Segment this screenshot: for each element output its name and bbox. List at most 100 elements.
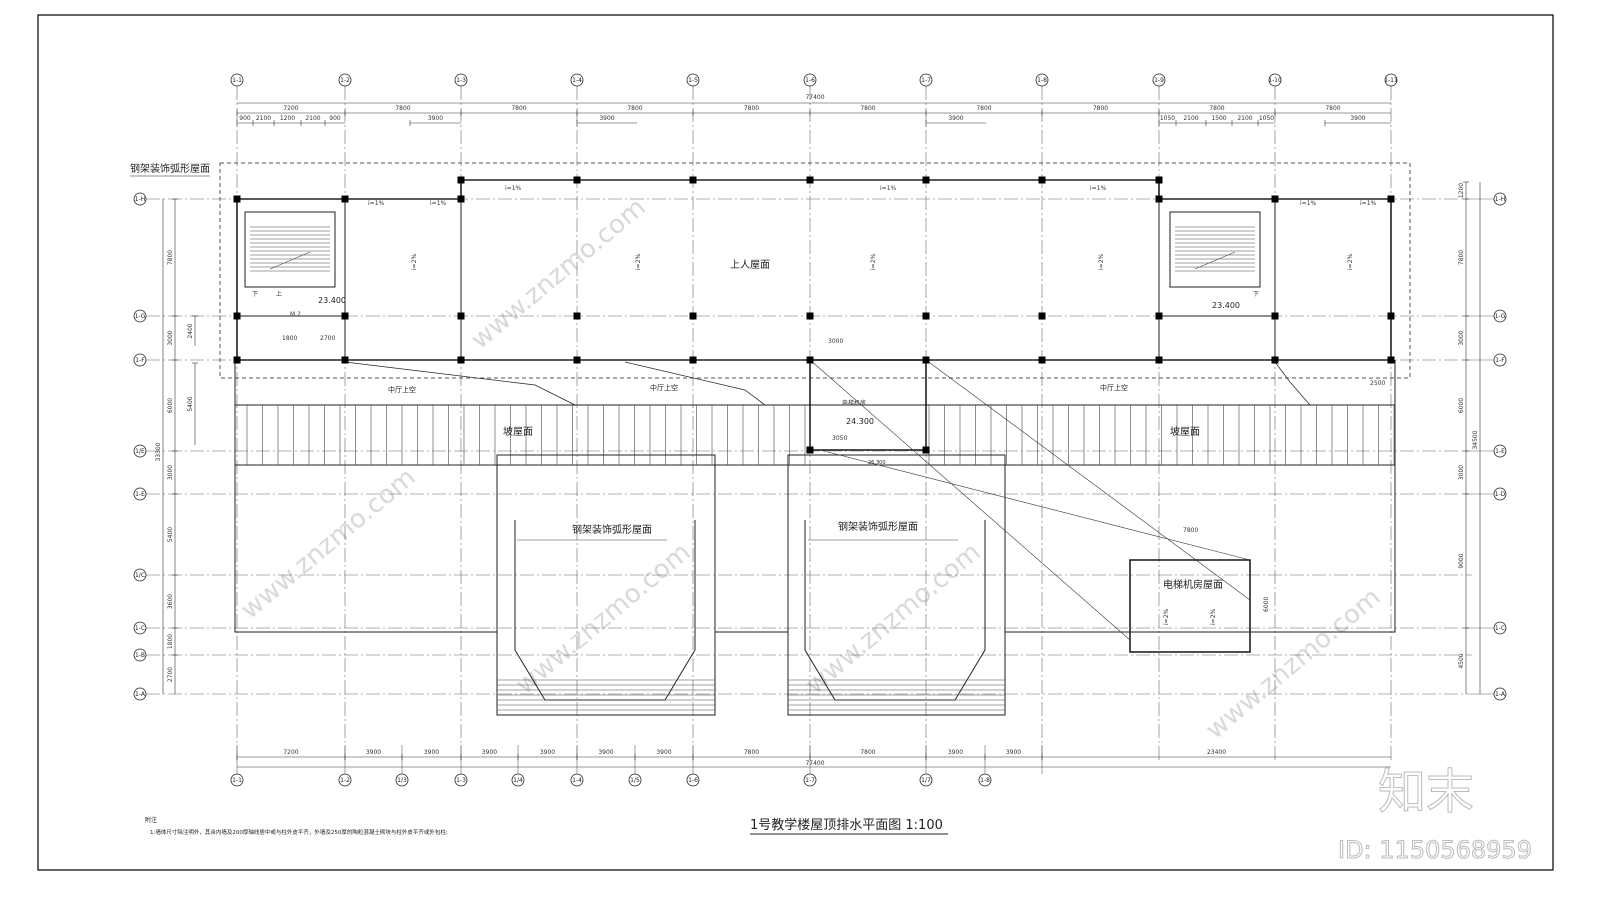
column bbox=[1155, 176, 1163, 184]
axis-left-8-label: 1-A bbox=[135, 691, 146, 698]
axis-bottom-3-label: 1-3 bbox=[456, 777, 466, 784]
axis-left-4-label: 1-E bbox=[135, 491, 145, 498]
axis-top-6-label: 1-7 bbox=[921, 77, 931, 84]
axis-bottom-0-label: 1-1 bbox=[232, 777, 242, 784]
dim-right-text: 6000 bbox=[1458, 398, 1465, 413]
axis-right-5-label: 1-C bbox=[1495, 625, 1505, 632]
slope-2pct-b: i=2% bbox=[635, 253, 642, 270]
dim-top-total: 77400 bbox=[805, 94, 824, 101]
atrium-lines bbox=[344, 361, 1311, 406]
dim-bottom-text: 3900 bbox=[598, 749, 613, 756]
dim-top-text: 7800 bbox=[860, 105, 875, 112]
axis-right-0-label: 1-H bbox=[1495, 196, 1506, 203]
axis-left-1-bubble bbox=[133, 309, 147, 323]
dim-top-sub-right-text: 1500 bbox=[1211, 115, 1226, 122]
dim-left-text: 6000 bbox=[167, 398, 174, 413]
watermark-site-3: www.znzmo.com bbox=[1200, 582, 1386, 745]
stair-break-line bbox=[1194, 251, 1236, 270]
axis-left-7-label: 1-B bbox=[135, 652, 145, 659]
dim-left-text: 1800 bbox=[167, 634, 174, 649]
axis-right-0-bubble bbox=[1493, 192, 1507, 206]
label-elevator-machine-room-roof: 电梯机房屋面 bbox=[1163, 578, 1223, 591]
structural-columns bbox=[233, 176, 1395, 454]
slope-1pct-e: i=1% bbox=[1090, 185, 1107, 192]
column bbox=[341, 312, 349, 320]
axis-right-1-label: 1-G bbox=[1495, 313, 1506, 320]
dim-2700: 2700 bbox=[320, 335, 335, 342]
dim-left-text: 7800 bbox=[167, 250, 174, 265]
axis-right-5-bubble bbox=[1493, 621, 1507, 635]
column bbox=[233, 356, 241, 364]
dim-left-text: 2700 bbox=[167, 667, 174, 682]
column bbox=[573, 356, 581, 364]
axis-left-3-bubble bbox=[133, 444, 147, 458]
axis-left-6-label: 1-C bbox=[135, 625, 145, 632]
dim-7800: 7800 bbox=[1183, 527, 1198, 534]
dim-top-sub-left-text: 900 bbox=[329, 115, 341, 122]
plan-labels: 钢架装饰弧形屋面 上人屋面 坡屋面 坡屋面 钢架装饰弧形屋面 钢架装饰弧形屋面 … bbox=[130, 162, 1385, 625]
axis-left-5-label: 1/C bbox=[135, 572, 145, 579]
column bbox=[806, 446, 814, 454]
dim-right-text: 9000 bbox=[1458, 553, 1465, 568]
slope-1pct-a: i=1% bbox=[368, 200, 385, 207]
column bbox=[1038, 356, 1046, 364]
axis-top-5-label: 1-6 bbox=[805, 77, 815, 84]
slope-roof-band bbox=[234, 404, 1396, 466]
column bbox=[1271, 356, 1279, 364]
lower-section-outline bbox=[234, 360, 1396, 633]
dim-bottom-text: 7800 bbox=[744, 749, 759, 756]
elevator-machine-room-roof bbox=[1129, 559, 1251, 653]
dim-bottom-text: 3900 bbox=[482, 749, 497, 756]
stair-down-label-right: 下 bbox=[1253, 291, 1259, 298]
label-atrium-b: 中厅上空 bbox=[650, 383, 678, 392]
axis-top-0-label: 1-1 bbox=[232, 77, 242, 84]
dim-top-text: 7800 bbox=[744, 105, 759, 112]
dim-top-text: 7800 bbox=[395, 105, 410, 112]
slope-2pct-e: i=2% bbox=[1347, 253, 1354, 270]
dim-right-total: 34500 bbox=[1472, 430, 1479, 449]
label-elevator-room: 电梯机房 bbox=[842, 399, 866, 407]
axis-top-10-label: 1-11 bbox=[1384, 77, 1398, 84]
elevation-24300: 24.300 bbox=[846, 417, 874, 426]
dim-top-sub-left-text: 2100 bbox=[256, 115, 271, 122]
dim-left-inner-a-text: 2400 bbox=[187, 323, 194, 338]
stair-treads bbox=[250, 226, 1255, 272]
notes-heading: 附注 bbox=[145, 816, 157, 824]
column bbox=[457, 356, 465, 364]
axis-top-9-label: 1-10 bbox=[1268, 77, 1282, 84]
drawing-title: 1号教学楼屋顶排水平面图 1:100 bbox=[750, 817, 943, 833]
axis-right-3-bubble bbox=[1493, 444, 1507, 458]
door-label: M 2 bbox=[290, 311, 301, 318]
dim-left-text: 3000 bbox=[167, 465, 174, 480]
dim-right-text: 7800 bbox=[1458, 250, 1465, 265]
axis-top-7-bubble bbox=[1035, 73, 1049, 87]
axis-right-6-bubble bbox=[1493, 687, 1507, 701]
axis-bottom-6-label: 1/5 bbox=[630, 777, 640, 784]
dim-top-text: 7200 bbox=[283, 105, 298, 112]
slope-2pct-a: i=2% bbox=[411, 253, 418, 270]
slope-1pct-d: i=1% bbox=[880, 185, 897, 192]
dim-left-text: 5400 bbox=[167, 527, 174, 542]
dim-top-extra-a-text: 3900 bbox=[428, 115, 443, 122]
axis-bottom-2-label: 1/3 bbox=[397, 777, 407, 784]
dim-top-text: 7800 bbox=[1209, 105, 1224, 112]
axis-top-10-bubble bbox=[1384, 73, 1398, 87]
axis-bottom-5-label: 1-4 bbox=[572, 777, 582, 784]
axis-bottom-8-label: 1-7 bbox=[805, 777, 815, 784]
dim-left-total: 33300 bbox=[155, 442, 162, 461]
stair-break-line bbox=[269, 251, 311, 270]
dim-top-extra-c-text: 3900 bbox=[948, 115, 963, 122]
dim-top-sub-left-text: 900 bbox=[239, 115, 251, 122]
axis-right-1-bubble bbox=[1493, 309, 1507, 323]
dim-top-sub-right-text: 1050 bbox=[1160, 115, 1175, 122]
column bbox=[573, 312, 581, 320]
dim-top-text: 7800 bbox=[511, 105, 526, 112]
dimension-lines: 77400 7200 7800 7800 7800 7800 7800 7800 7800 780… bbox=[155, 94, 1481, 768]
column bbox=[1387, 356, 1395, 364]
axis-bottom-4-label: 1/4 bbox=[513, 777, 523, 784]
column bbox=[1387, 312, 1395, 320]
column bbox=[233, 312, 241, 320]
dim-bottom-total: 77400 bbox=[805, 760, 824, 767]
column bbox=[1155, 356, 1163, 364]
